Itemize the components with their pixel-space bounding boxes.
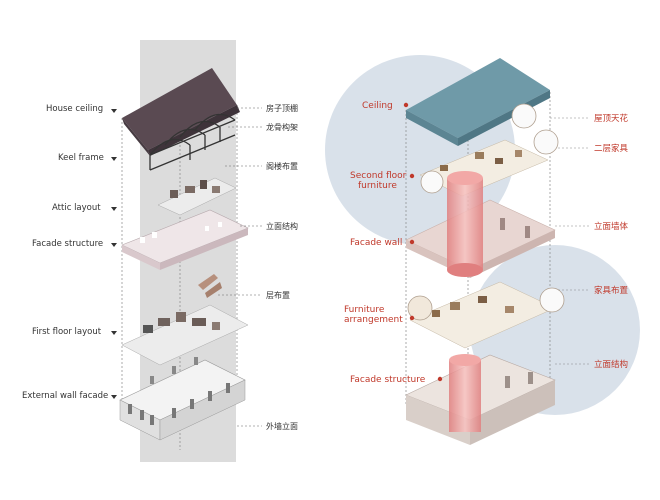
label-cn-furniture-layout: 家具布置 bbox=[594, 285, 629, 296]
label-cn-attic-layout: 阁楼布置 bbox=[266, 161, 298, 171]
label-cn-keel-frame: 龙骨构架 bbox=[266, 122, 298, 132]
first-floor-layer bbox=[121, 304, 249, 366]
left-arrow-markers bbox=[111, 109, 117, 399]
label-cn-second-floor-furniture: 二层家具 bbox=[594, 143, 629, 154]
label-cn-wall-facade: 外墙立面 bbox=[266, 421, 298, 431]
label-furniture-line2: arrangement bbox=[344, 315, 403, 325]
keel-frame-layer bbox=[149, 113, 236, 171]
pink-cylinder-bottom bbox=[449, 354, 481, 432]
label-first-floor-layout: First floor layout bbox=[32, 327, 102, 337]
label-cn-stair: 层布置 bbox=[266, 290, 290, 300]
label-cn-facade-structure: 立面结构 bbox=[266, 221, 298, 231]
detail-circles bbox=[407, 103, 565, 321]
label-house-ceiling: House ceiling bbox=[46, 104, 103, 114]
facade-structure-layer bbox=[121, 209, 249, 270]
label-facade-structure: Facade structure bbox=[32, 239, 103, 249]
label-second-floor-line1: Second floor bbox=[350, 171, 407, 181]
right-dot-markers bbox=[403, 102, 443, 382]
right-en-labels: Ceiling Second floor furniture Facade wa… bbox=[344, 101, 426, 385]
left-diagram: House ceiling Keel frame Attic layout Fa… bbox=[22, 40, 298, 462]
label-furniture-line1: Furniture bbox=[344, 305, 385, 315]
label-keel-frame: Keel frame bbox=[58, 153, 104, 163]
label-cn-roof-top: 房子顶棚 bbox=[266, 103, 298, 113]
pink-cylinder-top bbox=[447, 171, 483, 277]
left-en-labels: House ceiling Keel frame Attic layout Fa… bbox=[22, 104, 108, 401]
label-facade-wall: Facade wall bbox=[350, 238, 402, 248]
label-attic-layout: Attic layout bbox=[52, 203, 101, 213]
attic-layer bbox=[157, 177, 237, 216]
left-cn-labels: 房子顶棚 龙骨构架 阁楼布置 立面结构 层布置 外墙立面 bbox=[266, 103, 298, 431]
right-cn-labels: 屋顶天花 二层家具 立面墙体 家具布置 立面结构 bbox=[594, 113, 629, 370]
label-cn-facade-wall: 立面墙体 bbox=[594, 221, 629, 232]
label-facade-structure-right: Facade structure bbox=[350, 375, 426, 385]
stair-element bbox=[198, 274, 222, 298]
label-ceiling: Ceiling bbox=[362, 101, 393, 111]
label-second-floor-line2: furniture bbox=[358, 181, 397, 191]
right-diagram: Ceiling Second floor furniture Facade wa… bbox=[325, 55, 640, 445]
label-cn-facade-structure: 立面结构 bbox=[594, 359, 628, 370]
external-wall-layer bbox=[119, 357, 246, 441]
roof-layer bbox=[122, 68, 240, 156]
label-external-wall-facade: External wall facade bbox=[22, 391, 108, 401]
label-cn-ceiling: 屋顶天花 bbox=[594, 113, 629, 124]
